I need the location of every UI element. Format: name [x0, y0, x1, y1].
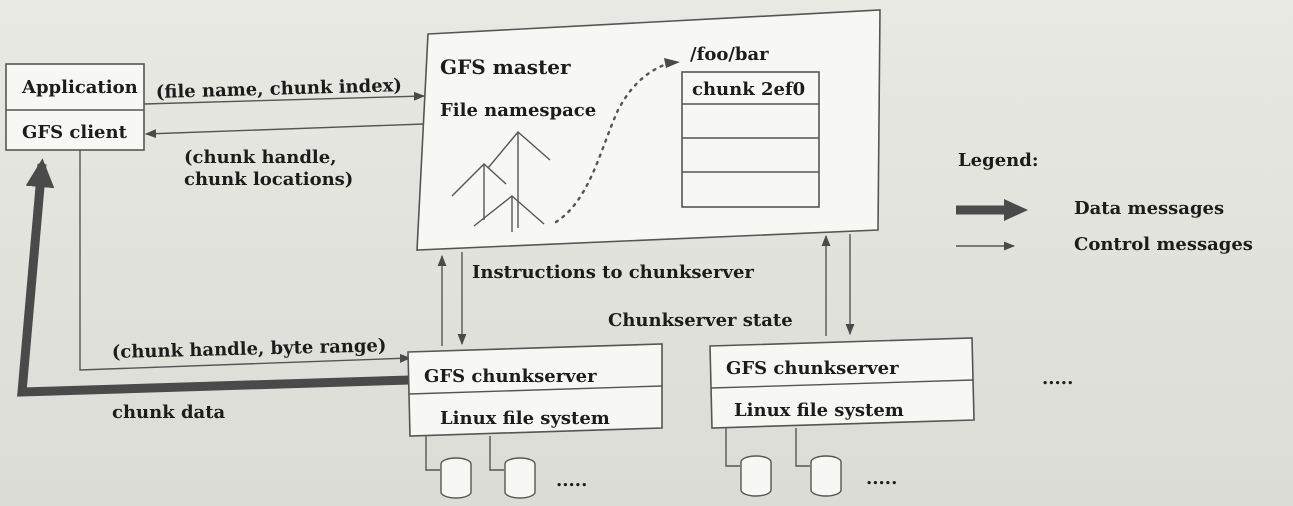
- reply-arrow: [144, 123, 425, 139]
- request-label: (file name, chunk index): [156, 75, 403, 103]
- more-chunkservers-ellipsis: .....: [1042, 368, 1073, 389]
- legend: Legend: Data messages Control messages: [956, 150, 1253, 255]
- chunk-entry-label: chunk 2ef0: [692, 79, 805, 100]
- dotted-arrowhead-icon: [664, 58, 680, 68]
- reply-label-line1: (chunk handle,: [184, 147, 336, 168]
- chunk-table: chunk 2ef0: [681, 71, 820, 208]
- master-box: GFS master File namespace /foo/bar chunk…: [416, 9, 881, 251]
- gfs-client-label: GFS client: [22, 122, 128, 143]
- chunkserver-1-title: GFS chunkserver: [424, 366, 597, 387]
- data-message-arrowhead-icon: [1004, 199, 1028, 221]
- disk-icon: [425, 436, 472, 499]
- chunk-data-arrow: [17, 158, 411, 397]
- reply-label-line2: chunk locations): [184, 169, 353, 190]
- read-request-label: (chunk handle, byte range): [112, 335, 387, 363]
- chunkserver-2-fs: Linux file system: [734, 400, 904, 421]
- legend-title: Legend:: [958, 150, 1038, 171]
- namespace-tree-icon: [451, 131, 551, 232]
- more-disks-ellipsis: .....: [866, 468, 897, 489]
- chunkserver-1-fs: Linux file system: [440, 408, 610, 429]
- request-arrow: [143, 91, 426, 105]
- state-label: Chunkserver state: [608, 310, 793, 331]
- read-request-arrow: [79, 150, 412, 371]
- chunkserver-2-title: GFS chunkserver: [726, 358, 899, 379]
- master-title: GFS master: [440, 55, 571, 79]
- instructions-label: Instructions to chunkserver: [472, 262, 754, 283]
- disk-icon: [795, 428, 842, 497]
- client-box: Application GFS client: [5, 63, 145, 151]
- chunk-data-label: chunk data: [112, 402, 226, 423]
- namespace-lookup-dotted-arrow: [554, 60, 674, 224]
- disk-icon: [725, 428, 772, 497]
- legend-data-label: Data messages: [1074, 198, 1224, 219]
- more-disks-ellipsis: .....: [556, 470, 587, 491]
- legend-control-label: Control messages: [1074, 234, 1253, 255]
- chunkserver-2: GFS chunkserver Linux file system .....: [709, 337, 975, 497]
- path-label: /foo/bar: [690, 44, 769, 65]
- application-label: Application: [21, 77, 138, 98]
- file-namespace-label: File namespace: [440, 100, 596, 121]
- chunkserver-1: GFS chunkserver Linux file system .....: [407, 343, 663, 499]
- disk-icon: [489, 436, 536, 499]
